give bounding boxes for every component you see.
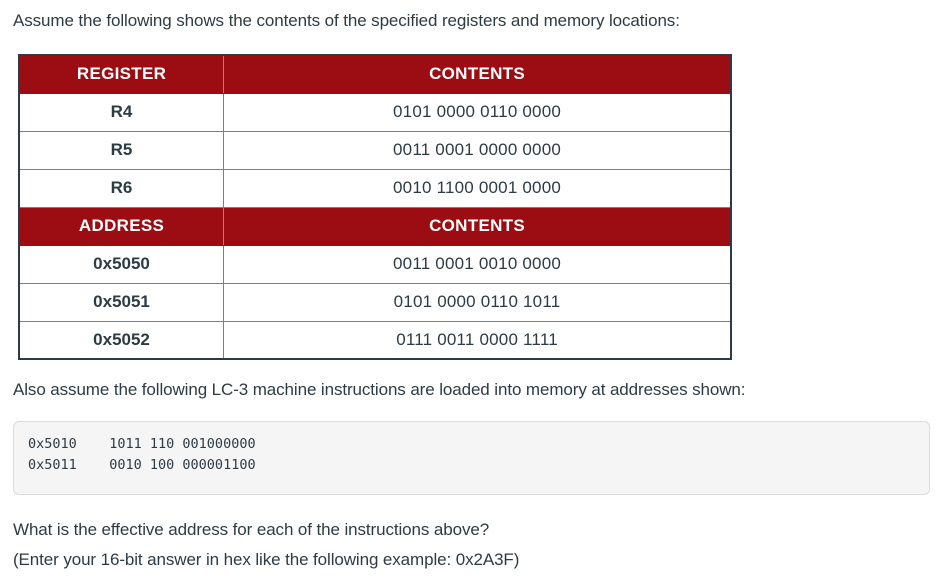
register-name-r6: R6 (18, 168, 225, 208)
question-prompt: What is the effective address for each o… (13, 520, 490, 539)
table-row: R5 0011 0001 0000 0000 (18, 130, 732, 170)
column-header-register: REGISTER (18, 54, 225, 94)
table-row: 0x5050 0011 0001 0010 0000 (18, 244, 732, 284)
column-header-address: ADDRESS (18, 206, 225, 246)
register-name-r5: R5 (18, 130, 225, 170)
table-row: R4 0101 0000 0110 0000 (18, 92, 732, 132)
register-contents-r6: 0010 1100 0001 0000 (223, 168, 732, 208)
address-name-5051: 0x5051 (18, 282, 225, 322)
address-contents-5050: 0011 0001 0010 0000 (223, 244, 732, 284)
address-name-5050: 0x5050 (18, 244, 225, 284)
machine-code-block: 0x5010 1011 110 001000000 0x5011 0010 10… (13, 421, 930, 495)
table-header-row-address: ADDRESS CONTENTS (18, 206, 732, 246)
register-contents-r4: 0101 0000 0110 0000 (223, 92, 732, 132)
table-row: 0x5051 0101 0000 0110 1011 (18, 282, 732, 322)
question-example-hint: (Enter your 16-bit answer in hex like th… (13, 550, 520, 569)
address-name-5052: 0x5052 (18, 320, 225, 360)
address-contents-5051: 0101 0000 0110 1011 (223, 282, 732, 322)
table-row: 0x5052 0111 0011 0000 1111 (18, 320, 732, 360)
registers-memory-table: REGISTER CONTENTS R4 0101 0000 0110 0000… (18, 54, 732, 360)
machine-code-text: 0x5010 1011 110 001000000 0x5011 0010 10… (28, 436, 256, 473)
address-contents-5052: 0111 0011 0000 1111 (223, 320, 732, 360)
register-contents-r5: 0011 0001 0000 0000 (223, 130, 732, 170)
table-header-row-register: REGISTER CONTENTS (18, 54, 732, 94)
register-name-r4: R4 (18, 92, 225, 132)
column-header-contents-address: CONTENTS (223, 206, 732, 246)
column-header-contents-register: CONTENTS (223, 54, 732, 94)
instructions-intro-paragraph: Also assume the following LC-3 machine i… (13, 380, 746, 399)
table-row: R6 0010 1100 0001 0000 (18, 168, 732, 208)
intro-paragraph: Assume the following shows the contents … (13, 11, 680, 30)
